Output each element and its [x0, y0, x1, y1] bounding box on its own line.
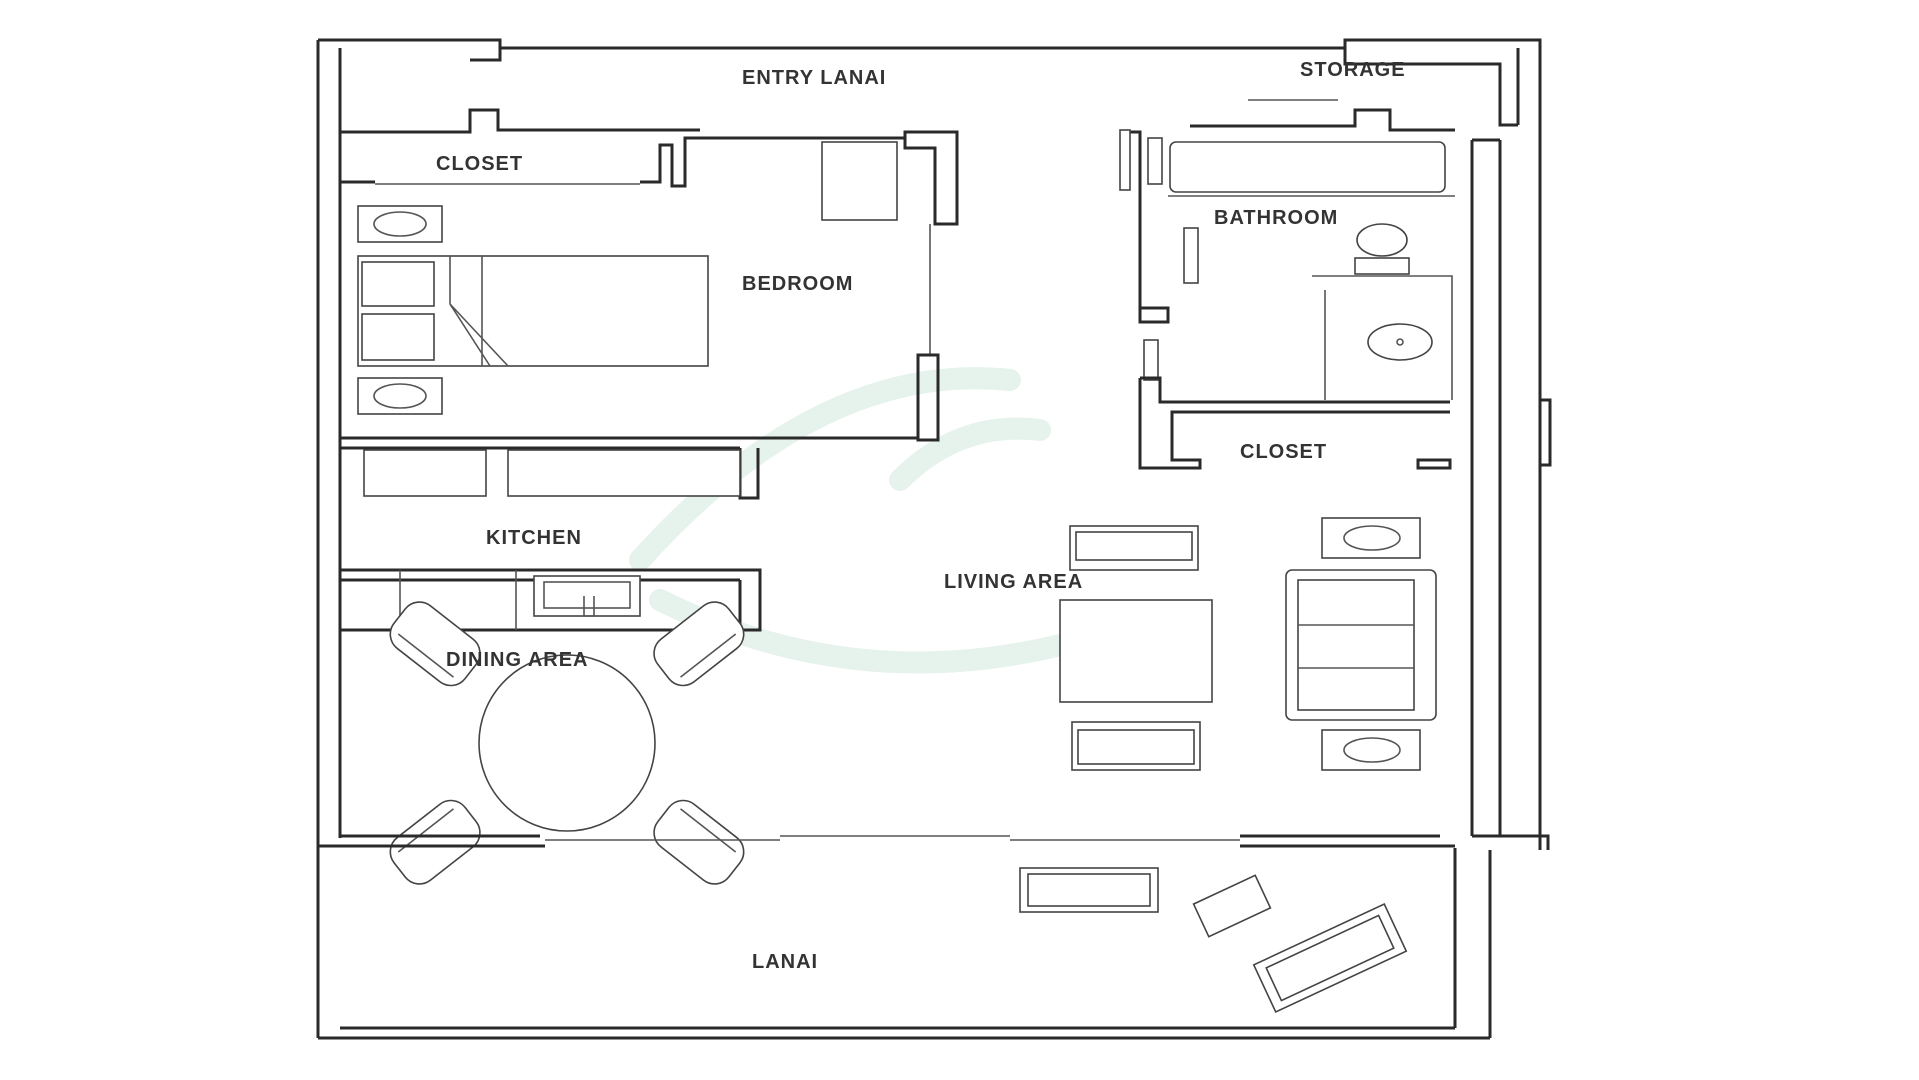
closet-right-zone: [1138, 376, 1452, 470]
label-dining-area: DINING AREA: [446, 649, 588, 671]
dining-set: [389, 601, 745, 885]
label-storage: STORAGE: [1300, 59, 1406, 81]
lanai-doors: [318, 834, 1455, 848]
label-closet-top: CLOSET: [436, 153, 523, 175]
entry-lanai-zone: [340, 48, 1518, 134]
label-living-area: LIVING AREA: [944, 571, 1083, 593]
outer-walls: [316, 38, 1552, 1040]
label-lanai: LANAI: [752, 951, 818, 973]
label-entry-lanai: ENTRY LANAI: [742, 67, 886, 89]
label-kitchen: KITCHEN: [486, 527, 582, 549]
label-bedroom: BEDROOM: [742, 273, 853, 295]
living-furniture: [1059, 517, 1437, 771]
label-closet-right: CLOSET: [1240, 441, 1327, 463]
bathroom-zone: [1119, 129, 1455, 400]
kitchen-zone: [340, 449, 762, 632]
bedroom-zone: [340, 130, 959, 500]
room-labels: ENTRY LANAI STORAGE CLOSET BEDROOM BATHR…: [436, 59, 1406, 973]
label-bathroom: BATHROOM: [1214, 207, 1338, 229]
lanai-furniture: [1019, 867, 1408, 1014]
